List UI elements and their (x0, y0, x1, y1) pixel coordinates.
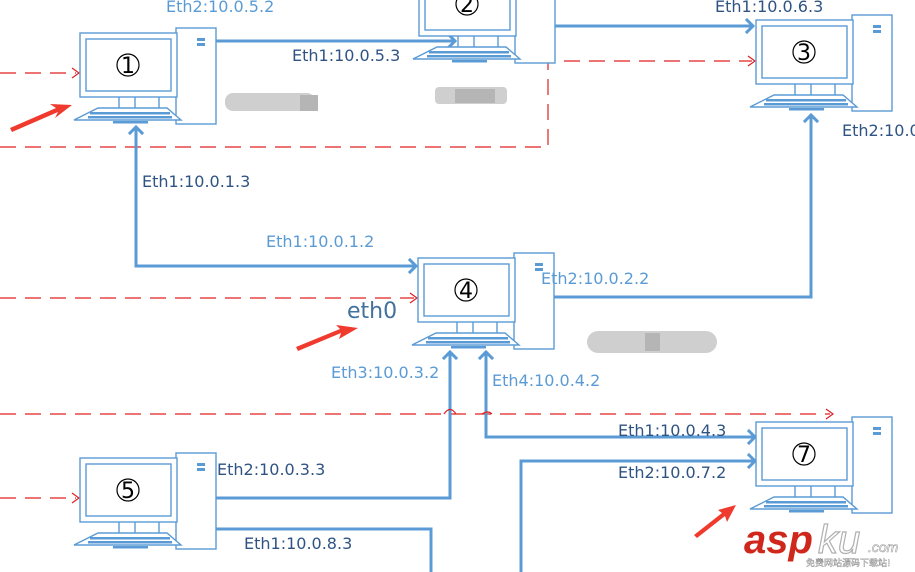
watermark-brand-red: asp (744, 518, 813, 562)
node-number: 1 (121, 54, 135, 79)
node-number: 3 (797, 41, 811, 66)
dashed-arrowhead-node3 (747, 55, 757, 67)
computer-node-1[interactable]: 1 (73, 27, 217, 125)
dashed-arrowhead-node7 (825, 408, 835, 420)
node-number: 7 (797, 443, 811, 468)
redacted-label (645, 333, 660, 351)
dashed-route-loop-node3 (0, 60, 752, 148)
pointer-arrow-icon (296, 325, 358, 351)
redacted-text (225, 87, 717, 353)
crossing-bump (481, 411, 493, 415)
link-offscreen-7 (519, 459, 755, 572)
computer-node-3[interactable]: 3 (749, 14, 893, 112)
computer-icon (73, 452, 217, 550)
computer-icon (749, 14, 893, 112)
node-number-circle (455, 0, 479, 16)
label-node5-eth2: Eth2:10.0.3.3 (217, 460, 325, 479)
annotation-pointers (10, 104, 736, 538)
pointer-arrow-icon (694, 505, 736, 538)
label-node4-eth2: Eth2:10.0.2.2 (541, 269, 649, 288)
computer-node-2[interactable]: 2 (412, 0, 556, 64)
link-1-4 (134, 127, 416, 268)
arrowhead-link-3-4-node3 (802, 112, 820, 124)
label-node7-eth1: Eth1:10.0.4.3 (618, 421, 726, 440)
crossing-bump (443, 408, 457, 415)
redacted-label (225, 93, 315, 111)
arrowhead-link-1-2-node2 (446, 32, 458, 50)
interface-labels: Eth2:10.0.5.2 Eth1:10.0.5.3 Eth1:10.0.6.… (142, 0, 915, 553)
node-number-circle (792, 40, 816, 64)
dashed-arrowhead-node1 (71, 67, 81, 79)
arrowhead-link-2-3-node3 (744, 17, 756, 35)
node-number-circle (792, 442, 816, 466)
computer-icon (411, 252, 555, 350)
watermark-logo: asp ku .com 免费网站源码下载站! (744, 517, 899, 569)
label-node4-eth1: Eth1:10.0.1.2 (266, 232, 374, 251)
link-4-7 (484, 352, 755, 439)
arrowhead-link-4-5-node4 (441, 349, 459, 361)
arrowhead-link-4-7-node7 (746, 428, 758, 446)
arrowhead-link-1-4-node4 (407, 257, 419, 275)
label-node3-eth2: Eth2:10.0 (842, 121, 915, 140)
computer-node-7[interactable]: 7 (749, 416, 893, 514)
link-4-5 (200, 352, 452, 500)
computer-node-5[interactable]: 5 (73, 452, 217, 550)
dashed-arrowhead-node4 (409, 292, 419, 304)
watermark-tagline: 免费网站源码下载站! (806, 557, 891, 569)
label-node4-eth3: Eth3:10.0.3.2 (331, 363, 439, 382)
node-number: 5 (121, 479, 135, 504)
label-node7-eth2: Eth2:10.0.7.2 (618, 463, 726, 482)
label-node4-eth4: Eth4:10.0.4.2 (492, 371, 600, 390)
label-node3-eth1: Eth1:10.0.6.3 (715, 0, 823, 16)
computer-icon (749, 416, 893, 514)
node-number-circle (116, 478, 140, 502)
label-node2-eth1: Eth1:10.0.5.3 (292, 46, 400, 65)
link-3-4 (537, 115, 813, 299)
node-number-circle (116, 53, 140, 77)
label-node5-eth1: Eth1:10.0.8.3 (244, 534, 352, 553)
redacted-label (455, 89, 495, 103)
computer-icon (412, 0, 556, 64)
node-number: 4 (459, 279, 473, 304)
label-node1-eth2: Eth2:10.0.5.2 (166, 0, 274, 16)
arrowhead-link-1-4-node1 (127, 124, 145, 136)
pointer-arrow-icon (10, 104, 72, 132)
node-number-circle (454, 278, 478, 302)
label-node4-eth0: eth0 (347, 299, 397, 324)
watermark-domain: .com (868, 539, 899, 555)
label-node1-eth1: Eth1:10.0.1.3 (142, 172, 250, 191)
dashed-arrowhead-node5 (71, 492, 81, 504)
computer-node-4[interactable]: 4 (411, 252, 555, 350)
arrowhead-link-4-7-node4 (477, 349, 495, 361)
watermark-brand-outline: ku (818, 518, 860, 562)
node-number: 2 (460, 0, 474, 18)
redacted-label (300, 95, 318, 111)
arrowhead-link-offscreen-7 (746, 452, 758, 470)
link-offscreen-5 (200, 527, 433, 572)
dashed-routes (0, 55, 835, 504)
computer-icon (73, 27, 217, 125)
